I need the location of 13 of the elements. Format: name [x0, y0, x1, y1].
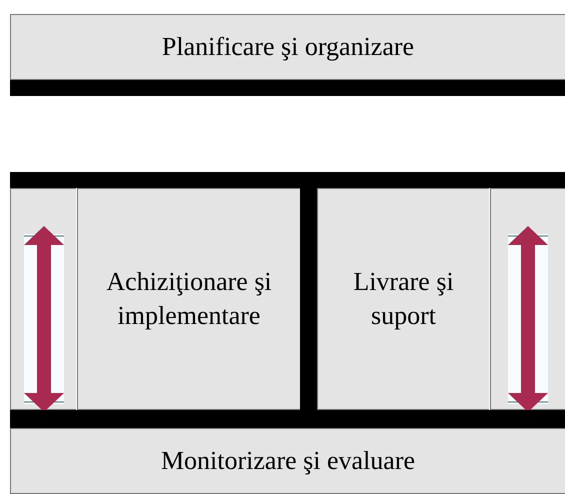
box-label: Planificare şi organizare: [160, 31, 416, 64]
divider-bar: [10, 80, 565, 96]
side-panel: [10, 188, 76, 410]
box-label: Monitorizare şi evaluare: [160, 445, 416, 478]
process-box: [10, 14, 565, 80]
side-panel: [490, 188, 565, 410]
process-box: [77, 188, 300, 410]
box-label: Achiziţionare şi implementare: [105, 266, 273, 332]
process-box: [317, 188, 489, 410]
process-box: [10, 428, 565, 494]
box-label: Livrare şi suport: [352, 266, 455, 332]
divider-bar: [10, 410, 565, 428]
divider-bar: [10, 172, 565, 188]
